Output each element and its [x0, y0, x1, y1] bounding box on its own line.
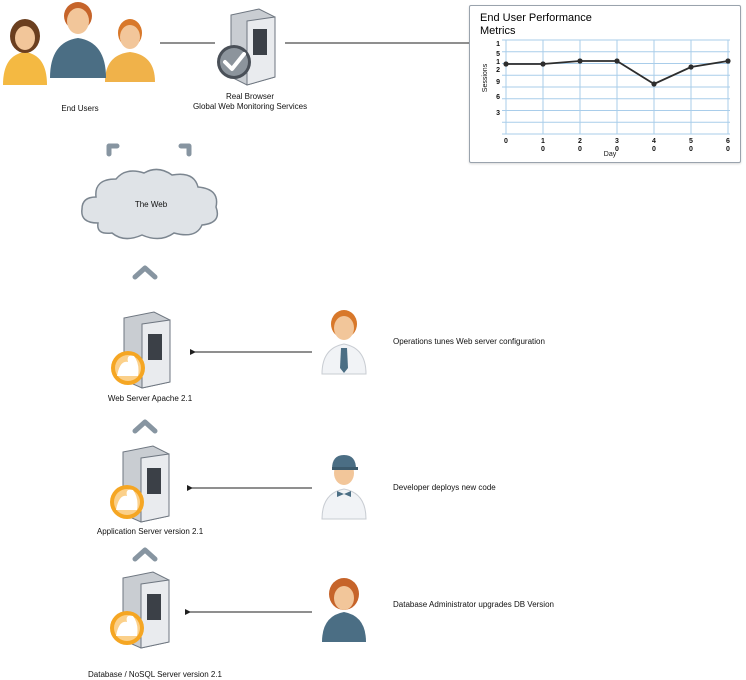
x-tick-label: 2 — [578, 138, 582, 145]
x-tick-label: 1 — [541, 138, 545, 145]
data-point — [614, 58, 620, 64]
chevron-up-icon — [178, 143, 192, 157]
operations-label: Operations tunes Web server configuratio… — [393, 337, 545, 346]
operations-person-icon — [321, 310, 367, 375]
app-server-label: Application Server version 2.1 — [96, 527, 204, 536]
monitoring-server-icon — [217, 8, 276, 86]
real-browser-label: Real Browser Global Web Monitoring Servi… — [170, 92, 330, 112]
y-axis-label: Sessions — [482, 63, 489, 92]
chevron-up-icon — [132, 547, 158, 562]
x-tick-label: 5 — [689, 138, 693, 145]
y-tick-label: 1 — [496, 59, 500, 66]
chevron-up-icon — [132, 265, 158, 280]
x-tick-label: 0 — [615, 146, 619, 153]
web-server-icon — [111, 311, 171, 389]
data-point — [503, 61, 509, 67]
data-point — [725, 58, 731, 64]
x-tick-label: 4 — [652, 138, 656, 145]
app-server-icon — [110, 445, 170, 523]
x-tick-label: 6 — [726, 138, 730, 145]
data-point — [577, 58, 583, 64]
dba-person-icon — [322, 578, 366, 642]
end-users-label: End Users — [61, 104, 99, 113]
data-point — [540, 61, 546, 67]
x-tick-label: 0 — [689, 146, 693, 153]
data-point — [688, 64, 694, 70]
x-tick-label: 0 — [726, 146, 730, 153]
end-users-icon — [3, 2, 155, 85]
x-tick-label: 0 — [504, 138, 508, 145]
real-browser-line2: Global Web Monitoring Services — [192, 102, 308, 111]
developer-label: Developer deploys new code — [393, 483, 496, 492]
real-browser-line1: Real Browser — [225, 92, 274, 101]
developer-person-icon — [321, 455, 367, 520]
chevron-up-icon — [106, 143, 120, 157]
chart-title: End User Performance Metrics — [480, 12, 592, 37]
cloud-icon — [81, 168, 219, 240]
y-tick-label: 3 — [496, 110, 500, 117]
db-server-icon — [110, 571, 170, 649]
web-server-label: Web Server Apache 2.1 — [107, 394, 193, 403]
db-server-label: Database / NoSQL Server version 2.1 — [88, 670, 222, 679]
y-tick-label: 6 — [496, 94, 500, 101]
x-tick-label: 0 — [578, 146, 582, 153]
y-tick-label: 5 — [496, 51, 500, 58]
y-tick-label: 1 — [496, 41, 500, 48]
y-tick-label: 9 — [496, 79, 500, 86]
x-tick-label: 3 — [615, 138, 619, 145]
x-tick-label: 0 — [652, 146, 656, 153]
x-axis-label: Day — [604, 151, 617, 158]
chevron-up-icon — [132, 419, 158, 434]
dba-label: Database Administrator upgrades DB Versi… — [393, 600, 554, 609]
x-tick-label: 0 — [541, 146, 545, 153]
y-tick-label: 2 — [496, 67, 500, 74]
web-cloud-label: The Web — [134, 200, 168, 209]
data-point — [651, 81, 657, 87]
